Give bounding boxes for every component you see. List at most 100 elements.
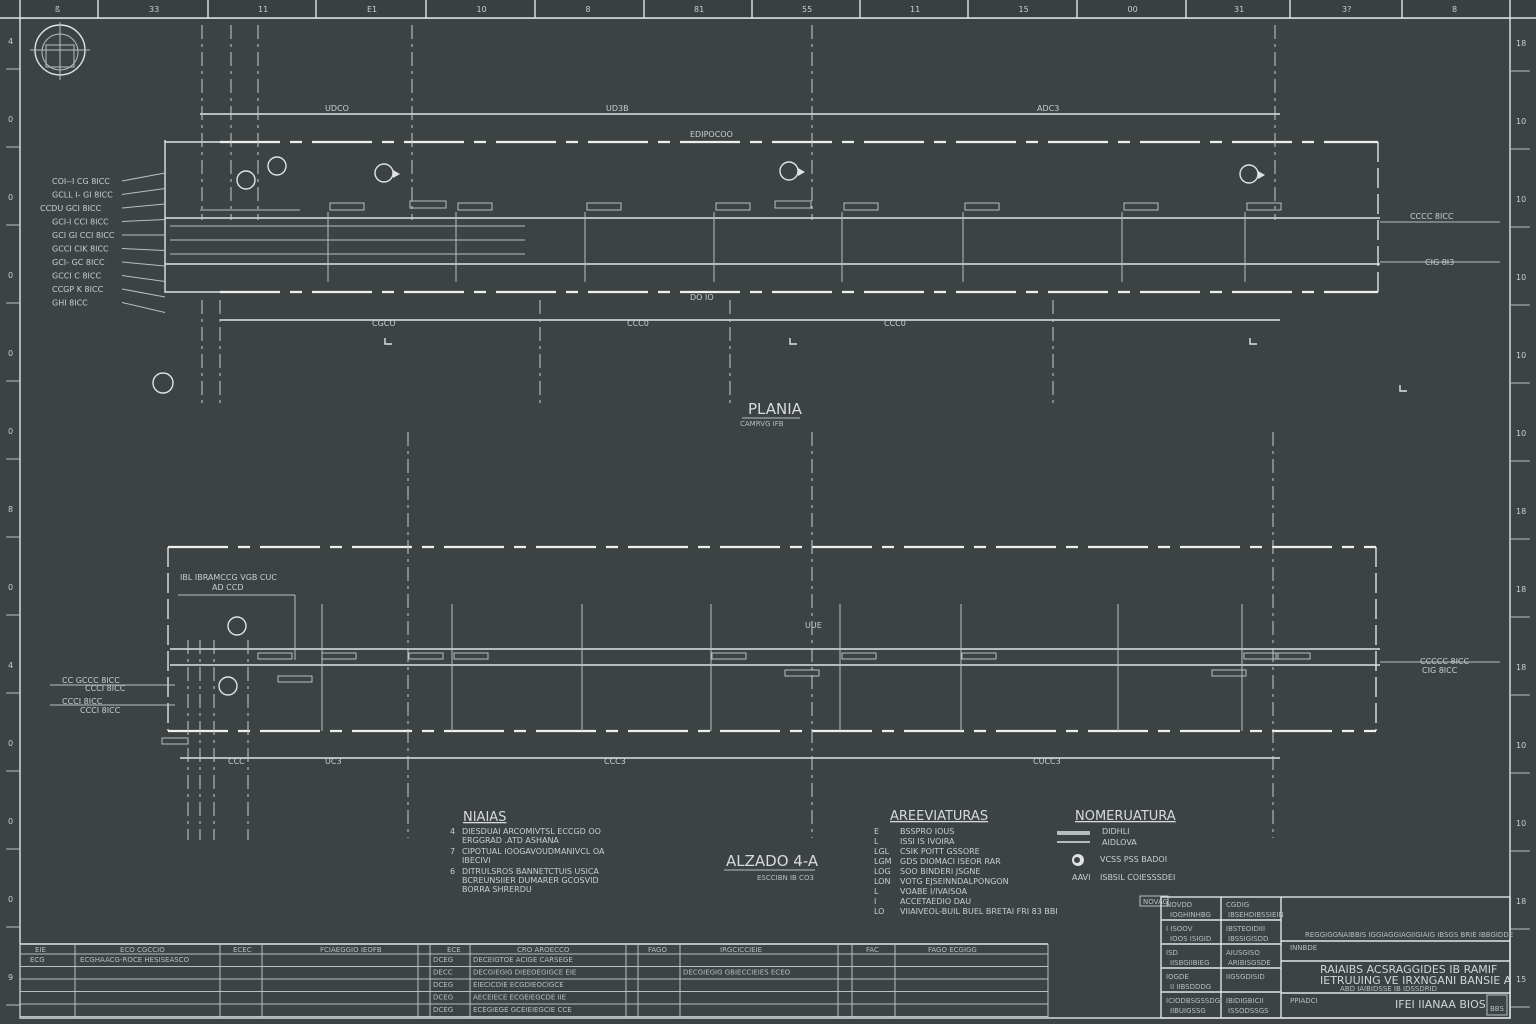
ruler-label: E1 — [367, 5, 377, 14]
ruler-label: 10 — [1516, 117, 1526, 126]
project-label: INNBDE — [1290, 944, 1317, 952]
elevation-left-callout: CCCI 8ICC — [62, 697, 103, 706]
ruler-label: 4 — [8, 661, 13, 670]
nomenclature-key: AAVI — [1072, 873, 1091, 882]
abbreviation-text: ACCETAEDIO DAU — [900, 897, 971, 906]
ruler-label: 10 — [1516, 195, 1526, 204]
title-block-cell: CGDIG — [1226, 901, 1249, 909]
abbreviations-title: AREEVIATURAS — [890, 809, 988, 824]
drawing-title-line: RAIAIBS ACSRAGGIDES IB RAMIF — [1320, 963, 1497, 976]
section-marker-icon — [374, 163, 400, 183]
ruler-label: 10 — [1516, 819, 1526, 828]
plan-scale: CAMRVG IFB — [740, 420, 784, 428]
abbreviation-key: LOG — [874, 867, 891, 876]
ruler-label: 0 — [8, 739, 13, 748]
title-block-cell: NOVDD — [1166, 901, 1192, 909]
plan-top-label: EDIPOCOO — [690, 130, 733, 139]
table-header: EIE — [35, 946, 46, 954]
title-block-cell: IBSSIGISDD — [1228, 935, 1268, 943]
title-block-cell: IOOS ISIGID — [1170, 935, 1211, 943]
ruler-label: 18 — [1516, 663, 1526, 672]
drawing-subtitle: ABD IAIBIDSSE IB IDSSDRID — [1340, 985, 1437, 993]
note-number: 7 — [450, 847, 455, 856]
abbreviation-key: E — [874, 827, 879, 836]
plan-mid-label: DO IO — [690, 293, 714, 302]
ruler-label: 8 — [8, 505, 13, 514]
abbreviation-key: LGM — [874, 857, 892, 866]
ruler-label: 55 — [802, 5, 812, 14]
note-text: BORRA SHRERDU — [462, 885, 532, 894]
plan-title: PLANIA — [748, 400, 803, 418]
elevation-right-callout: CCCCC 8ICC — [1420, 657, 1470, 666]
abbreviation-text: VIIAIVEOL-BUIL BUEL BRETAI FRI 83 BBI — [900, 907, 1058, 916]
nomenclature-title: NOMERUATURA — [1075, 809, 1176, 824]
abbreviation-key: L — [874, 887, 879, 896]
plan-dim: CGCO — [372, 319, 396, 328]
title-block-cell: IISBGIIBIEG — [1170, 959, 1210, 967]
ruler-label: 0 — [8, 193, 13, 202]
ruler-label: 0 — [8, 115, 13, 124]
abbreviation-text: SOO BINDERI JSGNE — [900, 867, 980, 876]
drawing-label: PPIADCI — [1290, 997, 1318, 1005]
abbreviation-key: I — [874, 897, 876, 906]
note-text: IBECIVI — [462, 856, 491, 865]
table-cell: DECEIGTOE ACIGE CARSEGE — [473, 956, 573, 964]
plan-left-callout: CCDU GCI 8ICC — [40, 204, 101, 213]
detail-callout-icon — [218, 616, 247, 696]
plan-left-callout: GCI GI CCI 8ICC — [52, 231, 115, 240]
title-block-cell: IOGDE — [1166, 973, 1189, 981]
elevation-dim: UC3 — [325, 757, 342, 766]
notes-title: NIAIAS — [463, 810, 506, 825]
plan-dim: CCC0 — [884, 319, 906, 328]
plan-dim: ADC3 — [1037, 104, 1059, 113]
ruler-label: 8 — [586, 5, 591, 14]
ruler-label: 10 — [1516, 429, 1526, 438]
elevation-header-note: IBL IBRAMCCG VGB CUC — [180, 573, 277, 582]
elevation-view: IBL IBRAMCCG VGB CUC AD CCD UUE CCC UC3 … — [50, 432, 1500, 882]
table-cell: ECG — [30, 956, 45, 964]
nomenclature-text: DIDHLI — [1102, 827, 1130, 836]
table-cell: DCEG — [433, 994, 453, 1002]
ruler-label: 4 — [8, 37, 13, 46]
elevation-title: ALZADO 4-A — [726, 852, 819, 870]
nomenclature-stamp: NOVAG — [1143, 898, 1168, 906]
elevation-mid-label: UUE — [805, 621, 822, 630]
nomenclature-text: VCSS PSS BADOI — [1100, 855, 1167, 864]
table-header: FAGO — [648, 946, 667, 954]
title-block-cell: I ISOOV — [1166, 925, 1193, 933]
drawing-name: IFEI IIANAA BIOS — [1395, 998, 1486, 1011]
section-marker-icon — [152, 372, 174, 394]
plan-right-callout: CIG 8I3 — [1425, 258, 1454, 267]
ruler-label: 18 — [1516, 897, 1526, 906]
ruler-label: 18 — [1516, 507, 1526, 516]
elevation-left-callout: CCCI 8ICC — [80, 706, 121, 715]
table-header: FAGO ECGIGG — [928, 946, 977, 954]
ruler-label: 0 — [8, 583, 13, 592]
ruler-label: 9 — [8, 973, 13, 982]
drawing-title-line: IETRUUING VE IRXNGANI BANSIE A — [1320, 974, 1512, 987]
elevation-dim: CUCC3 — [1033, 757, 1061, 766]
ruler-label: 0 — [8, 271, 13, 280]
note-number: 6 — [450, 867, 455, 876]
detail-callout-icon — [236, 156, 287, 190]
north-arrow-symbol — [30, 22, 90, 80]
table-cell: DCEG — [433, 981, 453, 989]
ruler-label: 15 — [1516, 975, 1526, 984]
title-block-cell: II IIBSDDDG — [1170, 983, 1211, 991]
ruler-label: 00 — [1128, 5, 1138, 14]
title-block-cell: IBSTEOIDIII — [1226, 925, 1265, 933]
title-block-cell: IOGHINHBG — [1170, 911, 1211, 919]
title-block-cell: IIGSGDISID — [1226, 973, 1265, 981]
title-block-cell: AIUSGISO — [1226, 949, 1260, 957]
abbreviation-key: LO — [874, 907, 884, 916]
table-cell: ECGHAACG-ROCE HESISEASCO — [80, 956, 190, 964]
plan-left-callout: GCCI C 8ICC — [52, 272, 101, 281]
section-marker-icon — [1239, 164, 1265, 184]
ruler-label: ß — [55, 5, 60, 14]
elevation-sub-note: AD CCD — [212, 583, 244, 592]
nomenclature-text: ISBSIL COIESSSDEI — [1100, 873, 1175, 882]
